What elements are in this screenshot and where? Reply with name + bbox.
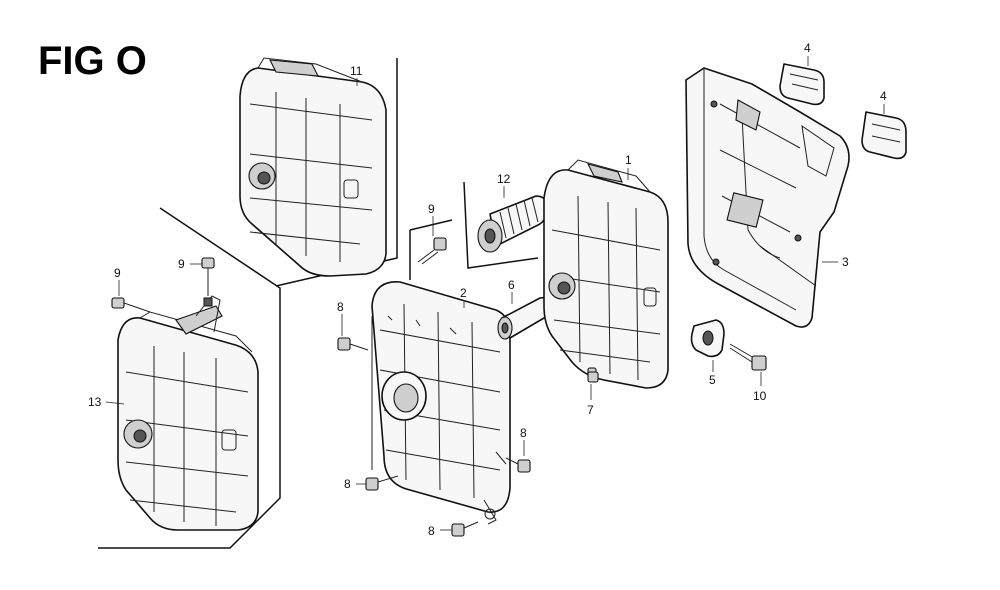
part-1-muffler[interactable] bbox=[543, 159, 669, 389]
callout-9-upper: 9 bbox=[178, 257, 185, 271]
part-8-bolt-lowest[interactable] bbox=[451, 521, 479, 537]
callout-9-left: 9 bbox=[114, 266, 121, 280]
callout-4-right: 4 bbox=[880, 89, 887, 103]
callout-2: 2 bbox=[460, 286, 467, 300]
leader-lines bbox=[105, 56, 885, 531]
callout-9-center: 9 bbox=[428, 202, 435, 216]
callout-8-left: 8 bbox=[337, 300, 344, 314]
callout-8-right: 8 bbox=[520, 426, 527, 440]
part-5-gasket[interactable] bbox=[690, 319, 725, 358]
callout-5: 5 bbox=[709, 373, 716, 387]
part-8-bolt-left[interactable] bbox=[337, 337, 369, 351]
frame-line-muffler-11 bbox=[275, 58, 398, 287]
callout-labels: 1 2 3 4 4 5 6 7 8 8 8 8 9 9 9 10 11 12 1… bbox=[88, 41, 887, 538]
callout-8-lowest: 8 bbox=[428, 524, 435, 538]
part-9-bolt-left[interactable] bbox=[111, 297, 151, 313]
callout-6: 6 bbox=[508, 278, 515, 292]
part-2-protector[interactable] bbox=[371, 281, 511, 525]
part-11-muffler[interactable] bbox=[239, 57, 387, 277]
part-10-bolt[interactable] bbox=[729, 343, 767, 371]
part-7-nut[interactable] bbox=[587, 371, 599, 383]
frame-line-screen-12 bbox=[463, 181, 539, 269]
part-13-muffler[interactable] bbox=[117, 295, 259, 531]
part-8-bolt-right[interactable] bbox=[505, 457, 531, 473]
callout-11: 11 bbox=[350, 64, 363, 78]
callout-8-bottom: 8 bbox=[344, 477, 351, 491]
part-9-bolt-upper[interactable] bbox=[201, 257, 215, 307]
callout-4-upper: 4 bbox=[804, 41, 811, 55]
part-3-heat-shield[interactable] bbox=[685, 67, 850, 328]
part-12-spark-arrester[interactable] bbox=[477, 195, 549, 253]
callout-7: 7 bbox=[587, 403, 594, 417]
callout-10: 10 bbox=[753, 389, 767, 403]
part-4-clip-upper[interactable] bbox=[779, 63, 825, 106]
callout-3: 3 bbox=[842, 255, 849, 269]
frame-line-bolt-9-top bbox=[409, 219, 453, 231]
callout-1: 1 bbox=[625, 153, 632, 167]
group-frame-lines bbox=[98, 58, 539, 549]
callout-12: 12 bbox=[497, 172, 511, 186]
part-9-bolt-center[interactable] bbox=[417, 237, 447, 265]
part-4-clip-right[interactable] bbox=[861, 111, 907, 160]
frame-line-muffler-13 bbox=[98, 207, 281, 549]
callout-13: 13 bbox=[88, 395, 102, 409]
figure-title: FIG O bbox=[38, 39, 147, 83]
